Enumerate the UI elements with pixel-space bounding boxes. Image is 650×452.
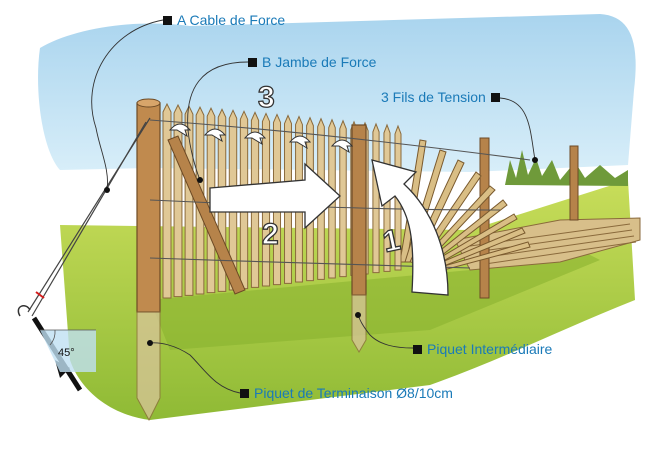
step-3-number: 3 [258, 81, 275, 114]
bullet-square [413, 344, 422, 354]
label-cable-de-force: A Cable de Force [163, 12, 285, 28]
label-piquet-intermediaire: Piquet Intermédiaire [413, 341, 552, 357]
angle-label: 45° [58, 347, 75, 359]
rolled-fence-bundle [454, 217, 641, 271]
bullet-square [248, 57, 257, 67]
terminal-post [136, 98, 161, 422]
intermediate-post [351, 124, 367, 353]
label-jambe-de-force: B Jambe de Force [248, 54, 376, 70]
label-piquet-terminaison: Piquet de Terminaison Ø8/10cm [240, 385, 453, 401]
bullet-square [490, 92, 500, 102]
far-post-2 [569, 145, 579, 221]
label-text: Piquet Intermédiaire [427, 341, 553, 357]
step-1-arrow [371, 159, 449, 296]
step-2-number: 2 [262, 218, 279, 251]
step-3-arrows [168, 123, 354, 154]
force-cable [27, 117, 151, 317]
label-text: A Cable de Force [177, 12, 286, 28]
step-2-arrow [209, 162, 341, 230]
leader-dots [104, 157, 538, 346]
picket [372, 122, 380, 274]
angle-indicator: 45° [40, 329, 96, 372]
label-fils-de-tension: 3 Fils de Tension [381, 89, 500, 105]
picket [339, 119, 347, 278]
label-text: B Jambe de Force [262, 54, 377, 70]
brace-post [167, 135, 246, 295]
leader-lines [91, 19, 536, 394]
bullet-square [240, 388, 249, 398]
sky-background [38, 14, 636, 172]
bullet-square [163, 15, 172, 25]
label-text: 3 Fils de Tension [381, 89, 486, 105]
label-text: Piquet de Terminaison Ø8/10cm [254, 385, 453, 401]
unrolling-pickets [399, 139, 531, 273]
